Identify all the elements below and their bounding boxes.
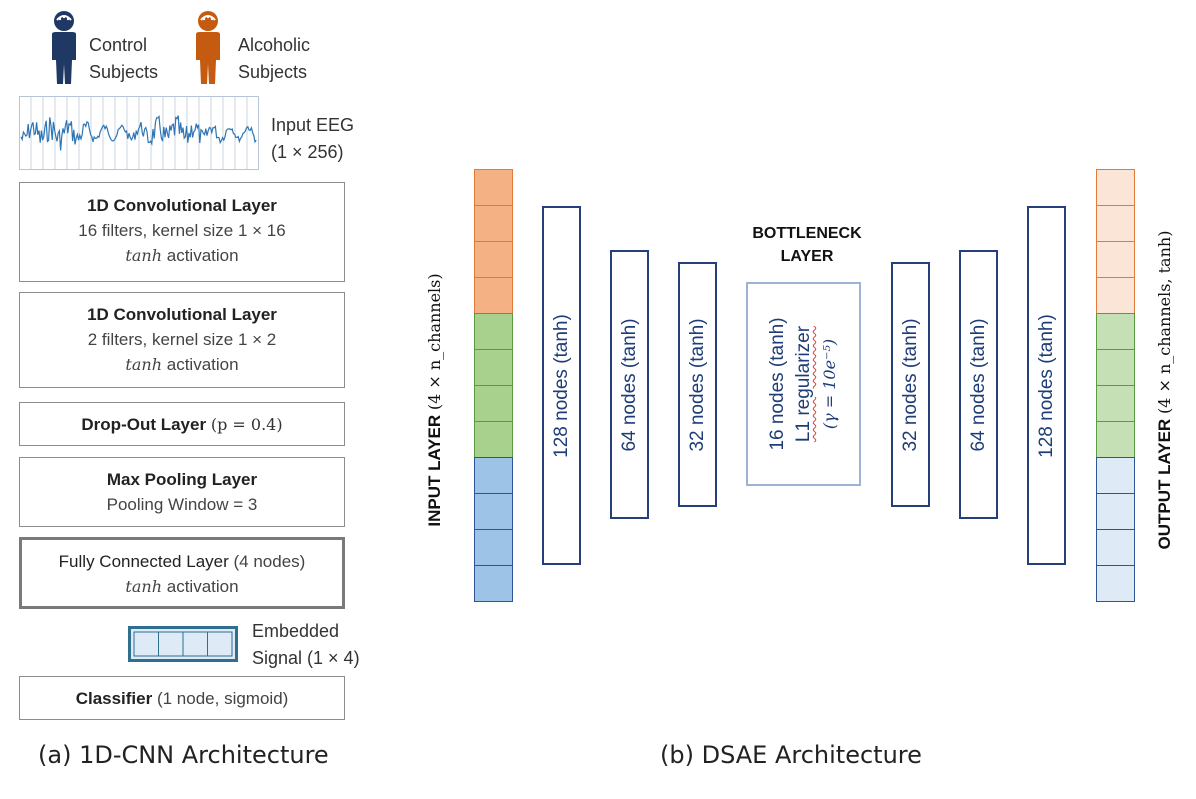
decoder-layer-64-label: 64 nodes (tanh) (967, 317, 989, 452)
encoder-layer-32-label: 32 nodes (tanh) (686, 317, 708, 452)
fc-activation-fn: tanh (125, 577, 162, 596)
conv1-title: 1D Convolutional Layer (87, 196, 277, 215)
maxpool-layer-box: Max Pooling Layer Pooling Window = 3 (19, 457, 345, 527)
classifier-title: Classifier (75, 689, 153, 708)
conv2-activation-fn: tanh (125, 355, 162, 374)
control-subject-icon (52, 11, 76, 84)
input-layer-side-label: INPUT LAYER (4 × n_channels) (418, 240, 452, 560)
decoder-layer-32-label: 32 nodes (tanh) (899, 317, 921, 452)
output-layer-cell (1096, 457, 1135, 494)
input-layer-cell (474, 493, 513, 530)
encoder-layer-32: 32 nodes (tanh) (678, 262, 717, 507)
conv1-activation-fn: tanh (125, 246, 162, 265)
output-layer-cell (1096, 493, 1135, 530)
output-layer-cell (1096, 277, 1135, 314)
input-layer-cell (474, 313, 513, 350)
decoder-layer-32: 32 nodes (tanh) (891, 262, 930, 507)
output-layer-cell (1096, 169, 1135, 206)
output-layer-cell (1096, 241, 1135, 278)
decoder-layer-128: 128 nodes (tanh) (1027, 206, 1066, 565)
input-layer-cell (474, 565, 513, 602)
maxpool-title: Max Pooling Layer (106, 470, 258, 489)
classifier-detail: (1 node, sigmoid) (156, 689, 289, 708)
dropout-param: (p = 0.4) (210, 415, 283, 434)
conv2-activation-word: activation (166, 355, 239, 374)
input-layer-stack (474, 169, 513, 602)
input-eeg-label: Input EEG(1 × 256) (271, 115, 355, 162)
bottleneck-layer: 16 nodes (tanh) L1 regularizer (γ = 10e⁻… (746, 282, 861, 486)
output-layer-stack (1096, 169, 1135, 602)
dropout-layer-box: Drop-Out Layer (p = 0.4) (19, 402, 345, 446)
fc-nodes: (4 nodes) (233, 552, 306, 571)
output-layer-title: OUTPUT LAYER (1155, 418, 1174, 550)
bottleneck-nodes: 16 nodes (tanh) (766, 317, 788, 451)
alcoholic-subject-icon (196, 11, 220, 84)
bottleneck-gamma: (γ = 10e⁻⁵) (819, 338, 839, 430)
decoder-layer-128-label: 128 nodes (tanh) (1035, 313, 1057, 458)
input-layer-cell (474, 349, 513, 386)
output-layer-cell (1096, 385, 1135, 422)
dropout-title: Drop-Out Layer (81, 415, 207, 434)
classifier-box: Classifier (1 node, sigmoid) (19, 676, 345, 720)
input-layer-shape: (4 × n_channels) (425, 273, 444, 411)
input-layer-cell (474, 277, 513, 314)
conv2-filters: 2 filters, kernel size 1 × 2 (87, 330, 277, 349)
output-layer-cell (1096, 421, 1135, 458)
maxpool-window: Pooling Window = 3 (106, 495, 258, 514)
input-layer-cell (474, 421, 513, 458)
encoder-layer-128-label: 128 nodes (tanh) (550, 313, 572, 458)
encoder-layer-64: 64 nodes (tanh) (610, 250, 649, 519)
output-layer-cell (1096, 529, 1135, 566)
encoder-layer-128: 128 nodes (tanh) (542, 206, 581, 565)
conv2-layer-box: 1D Convolutional Layer 2 filters, kernel… (19, 292, 345, 388)
embedded-signal-vector (128, 626, 238, 662)
fc-title: Fully Connected Layer (58, 552, 229, 571)
output-layer-cell (1096, 313, 1135, 350)
input-layer-cell (474, 457, 513, 494)
input-layer-cell (474, 169, 513, 206)
output-layer-cell (1096, 565, 1135, 602)
cnn-caption: (a) 1D-CNN Architecture (38, 741, 329, 769)
fully-connected-layer-box: Fully Connected Layer (4 nodes) tanh act… (19, 537, 345, 609)
conv2-title: 1D Convolutional Layer (87, 305, 277, 324)
conv1-activation-word: activation (166, 246, 239, 265)
output-layer-cell (1096, 349, 1135, 386)
output-layer-shape: (4 × n_channels, tanh) (1155, 230, 1174, 415)
bottleneck-regularizer: L1 regularizer (792, 325, 814, 443)
conv1-filters: 16 filters, kernel size 1 × 16 (78, 221, 286, 240)
eeg-signal-plot (19, 96, 259, 170)
fc-activation-word: activation (166, 577, 239, 596)
encoder-layer-64-label: 64 nodes (tanh) (618, 317, 640, 452)
input-layer-cell (474, 529, 513, 566)
output-layer-side-label: OUTPUT LAYER (4 × n_channels, tanh) (1148, 180, 1182, 600)
input-layer-title: INPUT LAYER (425, 414, 444, 527)
input-layer-cell (474, 241, 513, 278)
input-layer-cell (474, 205, 513, 242)
decoder-layer-64: 64 nodes (tanh) (959, 250, 998, 519)
input-layer-cell (474, 385, 513, 422)
dsae-caption: (b) DSAE Architecture (660, 741, 922, 769)
conv1-layer-box: 1D Convolutional Layer 16 filters, kerne… (19, 182, 345, 282)
output-layer-cell (1096, 205, 1135, 242)
